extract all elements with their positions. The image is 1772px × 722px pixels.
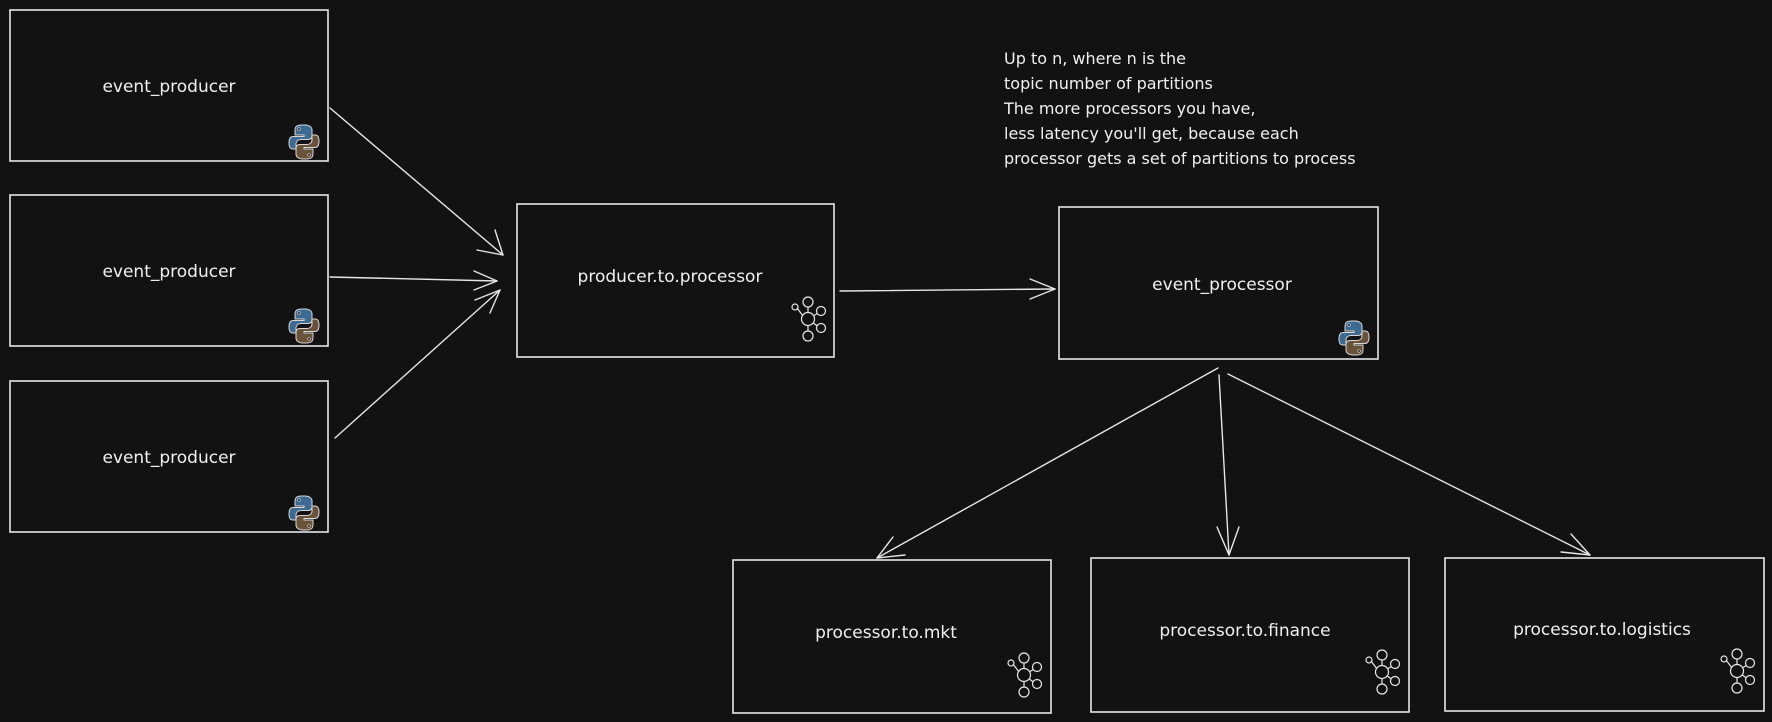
edge-processor-to-mkt [876, 367, 1219, 559]
python-icon [288, 308, 320, 344]
node-event-producer-3[interactable]: event_producer [9, 380, 329, 533]
annotation-line: less latency you'll get, because each [1004, 124, 1299, 143]
node-label: event_producer [102, 262, 235, 282]
node-topic-producer-to-processor[interactable]: producer.to.processor [516, 203, 835, 358]
node-label: event_producer [102, 448, 235, 468]
node-label: processor.to.logistics [1513, 620, 1691, 640]
python-icon [288, 124, 320, 160]
node-label: event_processor [1152, 275, 1292, 295]
node-label: processor.to.finance [1159, 621, 1330, 641]
edge-topic-main-to-processor [839, 278, 1056, 300]
kafka-icon [791, 296, 827, 342]
annotation-line: Up to n, where n is the [1004, 49, 1186, 68]
node-topic-processor-to-mkt[interactable]: processor.to.mkt [732, 559, 1052, 714]
annotation-line: processor gets a set of partitions to pr… [1004, 149, 1356, 168]
edge-producer-1-to-topic-main [329, 107, 504, 256]
kafka-icon [1720, 648, 1756, 694]
edge-processor-to-logistics [1227, 373, 1591, 556]
node-event-producer-2[interactable]: event_producer [9, 194, 329, 347]
edge-producer-3-to-topic-main [334, 289, 501, 439]
annotation-line: topic number of partitions [1004, 74, 1213, 93]
node-event-processor[interactable]: event_processor [1058, 206, 1379, 360]
edge-producer-2-to-topic-main [329, 270, 498, 291]
node-topic-processor-to-logistics[interactable]: processor.to.logistics [1444, 557, 1765, 712]
kafka-icon [1365, 649, 1401, 695]
python-icon [288, 495, 320, 531]
node-topic-processor-to-finance[interactable]: processor.to.finance [1090, 557, 1410, 713]
node-label: processor.to.mkt [815, 623, 957, 643]
node-label: producer.to.processor [578, 267, 763, 287]
annotation-line: The more processors you have, [1003, 99, 1255, 118]
node-event-producer-1[interactable]: event_producer [9, 9, 329, 162]
python-icon [1338, 320, 1370, 356]
edge-processor-to-finance [1216, 374, 1240, 556]
node-label: event_producer [102, 77, 235, 97]
annotation-note: Up to n, where n is the topic number of … [1003, 49, 1356, 168]
kafka-icon [1007, 652, 1043, 698]
